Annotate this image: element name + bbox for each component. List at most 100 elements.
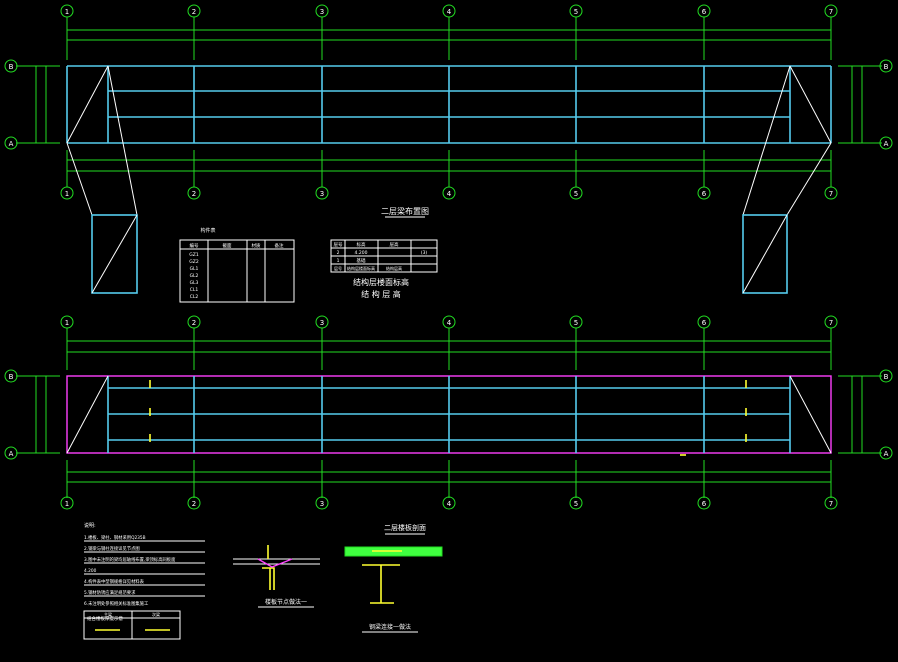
svg-text:构件表: 构件表 [200, 227, 215, 234]
svg-text:3: 3 [320, 8, 324, 16]
legend-text-2: 结 构 层 高 [361, 289, 401, 299]
svg-text:6: 6 [702, 8, 707, 16]
svg-text:B: B [884, 63, 889, 71]
svg-text:4.构件表中型钢规格详见材料表: 4.构件表中型钢规格详见材料表 [84, 578, 145, 585]
svg-text:主梁: 主梁 [104, 611, 112, 617]
svg-text:1: 1 [65, 500, 69, 508]
svg-text:1: 1 [65, 319, 69, 327]
axis-bubble-B-left: B [4, 59, 18, 73]
level-table: 层号 标高 层高 2 4.200 (3) 1 基础 层号 结构层楼面标高 结构层… [330, 239, 438, 273]
svg-text:CL1: CL1 [190, 287, 199, 293]
axis-bubble-B-right: B [879, 59, 893, 73]
svg-text:6: 6 [702, 319, 707, 327]
right-corner-detail [742, 65, 832, 294]
svg-text:4: 4 [447, 190, 452, 198]
plan2-bottom-axis-bubbles: 1 2 3 4 5 6 7 [60, 496, 838, 510]
svg-text:5: 5 [574, 190, 578, 198]
svg-text:4.200: 4.200 [355, 250, 368, 256]
svg-text:7: 7 [829, 190, 833, 198]
svg-text:4: 4 [447, 319, 452, 327]
svg-text:7: 7 [829, 319, 833, 327]
plan2-top-axis-bubbles: 1 2 3 4 5 6 7 [60, 315, 838, 329]
section-thickness-table: 组合楼板厚度示意 主梁 次梁 [83, 610, 181, 640]
svg-text:钢梁连接一做法: 钢梁连接一做法 [369, 623, 411, 631]
svg-text:1: 1 [337, 258, 340, 264]
svg-text:结构层楼面标高: 结构层楼面标高 [347, 265, 375, 271]
general-notes: 说明: 1.楼板、梁柱、钢材采用Q235B 2.钢梁与钢柱连接详见节点图 3.图… [84, 522, 205, 607]
svg-text:B: B [9, 63, 14, 71]
axis-bubble-3: 3 [315, 4, 329, 18]
svg-text:5: 5 [574, 319, 578, 327]
svg-text:编号: 编号 [190, 242, 199, 249]
slab-detail-1: 楼板节点做法一 [233, 545, 320, 608]
svg-text:A: A [884, 450, 889, 458]
svg-text:4.200: 4.200 [84, 568, 97, 574]
slab-detail-2: 二层楼板剖面 钢梁连接一做法 [344, 523, 443, 633]
svg-text:GZ2: GZ2 [189, 259, 199, 265]
svg-text:A: A [9, 450, 14, 458]
svg-text:7: 7 [829, 8, 833, 16]
svg-text:GL2: GL2 [190, 273, 199, 279]
svg-text:5: 5 [574, 8, 578, 16]
svg-text:4: 4 [447, 500, 452, 508]
axis-bubble-6: 6 [697, 4, 711, 18]
svg-text:标高: 标高 [357, 241, 366, 248]
svg-text:B: B [9, 373, 14, 381]
svg-text:2: 2 [192, 500, 196, 508]
axis-bubble-A-right: A [879, 136, 893, 150]
svg-text:楼板节点做法一: 楼板节点做法一 [265, 598, 307, 606]
svg-text:1: 1 [65, 190, 69, 198]
slab-layout-plan: 1 2 3 4 5 6 7 B A B [4, 315, 893, 510]
left-corner-detail [66, 65, 138, 294]
svg-text:次梁: 次梁 [152, 611, 160, 617]
axis-bubble-A-left: A [4, 136, 18, 150]
axis-bubble-4: 4 [442, 4, 456, 18]
axis-bubble-5: 5 [569, 4, 583, 18]
svg-text:1.楼板、梁柱、钢材采用Q235B: 1.楼板、梁柱、钢材采用Q235B [84, 534, 146, 541]
svg-text:5: 5 [574, 500, 578, 508]
svg-text:B: B [884, 373, 889, 381]
svg-text:5.钢材防锈应满足规范要求: 5.钢材防锈应满足规范要求 [84, 589, 136, 596]
axis-bubble-2: 2 [187, 4, 201, 18]
svg-text:7: 7 [829, 500, 833, 508]
svg-text:CL2: CL2 [190, 294, 199, 300]
svg-text:2: 2 [192, 190, 196, 198]
svg-text:备注: 备注 [275, 242, 284, 249]
svg-text:层号: 层号 [334, 265, 342, 271]
svg-text:6: 6 [702, 190, 707, 198]
svg-text:二层楼板剖面: 二层楼板剖面 [384, 523, 426, 532]
svg-text:3: 3 [320, 319, 324, 327]
plan1-top-axis-bubbles: 1 2 3 4 5 6 7 [60, 4, 838, 18]
svg-text:3: 3 [320, 500, 324, 508]
svg-text:6: 6 [702, 500, 707, 508]
svg-text:基础: 基础 [357, 257, 366, 264]
beam-layout-plan: 1 2 3 4 5 6 7 [4, 4, 893, 200]
svg-text:A: A [884, 140, 889, 148]
legend-text: 结构层楼面标高 [353, 277, 409, 287]
svg-text:(3): (3) [421, 250, 428, 256]
svg-text:2: 2 [192, 319, 196, 327]
svg-text:截面: 截面 [223, 242, 232, 249]
svg-text:层高: 层高 [390, 241, 399, 248]
svg-text:GZ1: GZ1 [189, 252, 199, 258]
svg-text:4: 4 [447, 8, 452, 16]
member-table: 构件表 编号 截面 材质 备注 GZ1 GZ2 GL1 GL2 GL3 CL1 … [179, 227, 295, 303]
svg-text:说明:: 说明: [84, 522, 96, 529]
axis-bubble-7: 7 [824, 4, 838, 18]
plan2-row-bubbles: B A B A [4, 369, 893, 460]
svg-text:GL1: GL1 [190, 266, 199, 272]
svg-text:A: A [9, 140, 14, 148]
svg-text:2: 2 [192, 8, 196, 16]
svg-text:结构层高: 结构层高 [386, 265, 402, 271]
svg-text:3: 3 [320, 190, 324, 198]
plan1-bottom-axis-bubbles: 1 2 3 4 5 6 7 [60, 186, 838, 200]
svg-text:GL3: GL3 [190, 280, 199, 286]
svg-text:层号: 层号 [334, 242, 343, 248]
svg-text:1: 1 [65, 8, 69, 16]
svg-text:材质: 材质 [252, 242, 261, 249]
svg-text:2: 2 [337, 250, 340, 256]
svg-text:2.钢梁与钢柱连接详见节点图: 2.钢梁与钢柱连接详见节点图 [84, 545, 140, 552]
plan1-row-bubbles: B A B A [4, 59, 893, 150]
svg-text:6.未注明处参照相关标准图集施工: 6.未注明处参照相关标准图集施工 [84, 600, 149, 607]
plan1-title: 二层梁布置图 [381, 206, 429, 216]
